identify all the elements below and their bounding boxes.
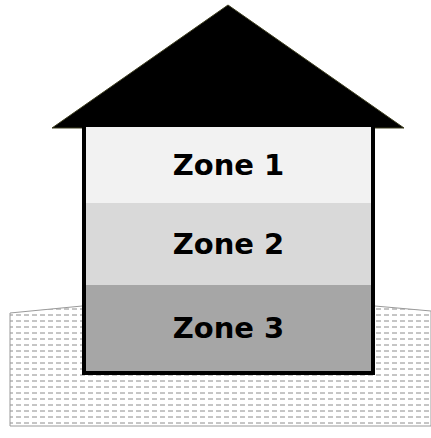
zone-label: Zone 3: [173, 311, 285, 345]
zone-band: Zone 2: [82, 203, 375, 286]
zone-label: Zone 1: [173, 148, 285, 182]
zone-band: Zone 1: [82, 127, 375, 204]
roof: [52, 5, 404, 128]
zone-label: Zone 2: [173, 227, 285, 261]
zone-band: Zone 3: [82, 285, 375, 375]
